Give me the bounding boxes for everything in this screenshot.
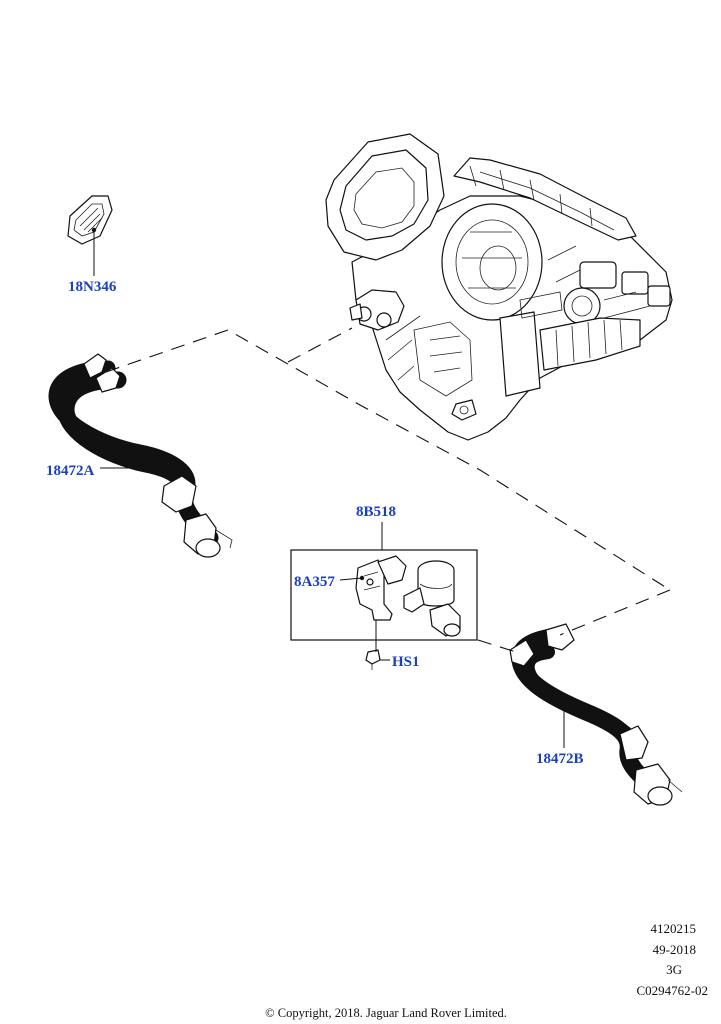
label-grommet: 18N346 [68, 279, 117, 295]
dashed-connection-lines [105, 327, 671, 653]
meta-line-1: 4120215 [651, 921, 697, 936]
meta-line-2: 49-2018 [653, 942, 696, 957]
screw-drawing [365, 649, 381, 670]
hose-a-drawing [48, 353, 233, 558]
hvac-unit-drawing [325, 133, 673, 441]
grommet-drawing [67, 195, 113, 245]
hose-b-drawing [509, 623, 683, 806]
meta-line-3: 3G [666, 962, 682, 977]
copyright-notice: © Copyright, 2018. Jaguar Land Rover Lim… [265, 1006, 507, 1020]
leader-lines [91, 227, 567, 748]
label-hose-b: 18472B [536, 751, 584, 767]
label-hose-a: 18472A [46, 463, 95, 479]
label-screw: HS1 [392, 654, 420, 670]
label-valve-assembly: 8B518 [356, 504, 396, 520]
meta-line-4: C0294762-02 [637, 983, 709, 998]
valve-assembly-box [290, 549, 478, 641]
label-bracket: 8A357 [294, 574, 335, 590]
